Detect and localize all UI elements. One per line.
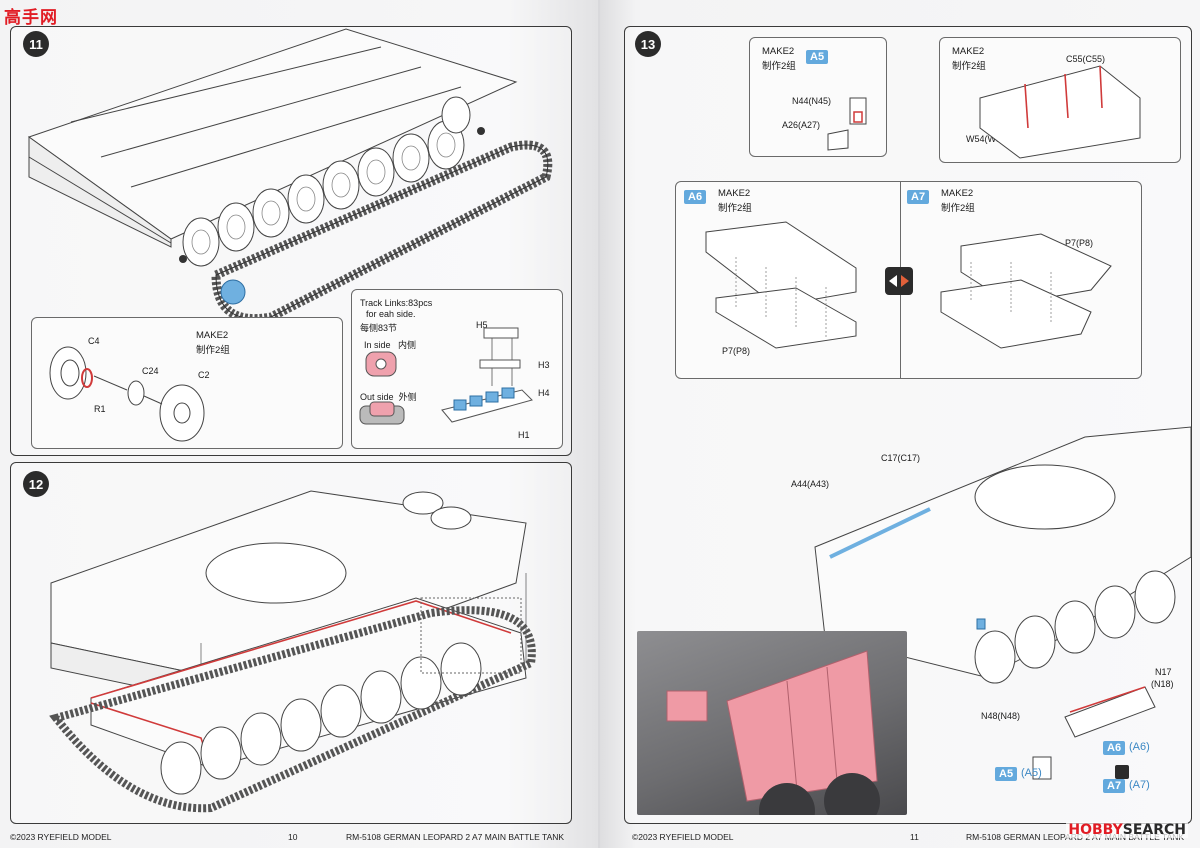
a7-assembly-paren: (A7) [1129, 779, 1150, 791]
footer-page-number: 11 [910, 832, 919, 842]
flip-arrows-icon [885, 267, 913, 295]
part-c17-label: C17(C17) [881, 453, 921, 463]
track-link-drawing [359, 327, 533, 425]
a6-subassembly-box: A6 MAKE2 制作2组 P7(P8) [675, 181, 902, 379]
step-number: 11 [23, 31, 49, 57]
track-note-line2: for eah side. [366, 309, 416, 319]
part-h5-label: H5 [476, 320, 488, 330]
part-n44-label: N44(N45) [792, 96, 832, 106]
make2-label: MAKE2 [762, 46, 795, 57]
a6-tag: A6 [684, 190, 707, 204]
footer-page-number: 10 [288, 832, 298, 842]
track-note-line1: Track Links:83pcs [360, 298, 433, 308]
part-h3-label: H3 [538, 360, 550, 370]
out-side-label: Out side 外侧 [360, 392, 417, 402]
a6-drawing [705, 221, 857, 349]
upper-hull-drawing [49, 490, 536, 813]
main-hull-drawing [814, 426, 1192, 780]
part-p7-label: P7(P8) [1065, 238, 1094, 248]
part-a44-label: A44(A43) [791, 479, 830, 489]
make2-cn-label: 制作2组 [718, 203, 752, 214]
track-note-line3: 每侧83节 [360, 323, 398, 333]
a6-assembly-paren: (A6) [1129, 741, 1150, 753]
make2-label: MAKE2 [952, 46, 985, 57]
a5-assembly-tag: A5 [995, 767, 1018, 781]
a7-assembly-tag: A7 [1103, 779, 1126, 793]
part-c55-label: C55(C55) [1066, 54, 1106, 64]
part-h4-label: H4 [538, 388, 550, 398]
footer-copyright: ©2023 RYEFIELD MODEL [632, 832, 734, 842]
part-c24-label: C24 [142, 366, 159, 376]
photo-armor-skirt [666, 650, 880, 815]
step-number: 13 [635, 31, 661, 57]
footer-copyright: ©2023 RYEFIELD MODEL [10, 832, 112, 842]
a5-tag: A5 [806, 50, 829, 64]
a5-drawing [827, 97, 867, 151]
a6-assembly-tag: A6 [1103, 741, 1126, 755]
make2-cn-label: 制作2组 [952, 61, 986, 72]
a7-subassembly-box: A7 MAKE2 制作2组 P7(P8) [900, 181, 1142, 379]
make2-cn-label: 制作2组 [196, 345, 230, 356]
a7-tag: A7 [907, 190, 930, 204]
part-h1-label: H1 [518, 430, 530, 440]
footer-title: RM-5108 GERMAN LEOPARD 2 A7 MAIN BATTLE … [346, 832, 565, 842]
watermark-logo: 高手网 [4, 8, 58, 28]
sprocket-subassembly-box: MAKE2 制作2组 C4 C24 C2 R1 [31, 317, 343, 449]
left-page: 高手网 11 [0, 0, 598, 848]
sprocket-drawing [49, 346, 205, 442]
c55-drawing [979, 65, 1141, 159]
a5-assembly-paren: (A5) [1021, 767, 1042, 779]
make2-label: MAKE2 [718, 188, 751, 199]
track-link-box: Track Links:83pcs for eah side. 每侧83节 In… [351, 289, 563, 449]
part-n18-label: (N18) [1151, 679, 1174, 689]
step-12-panel: 12 [10, 462, 572, 824]
hull-tracks-drawing [27, 28, 553, 324]
in-side-label: In side 内侧 [364, 340, 417, 350]
right-page: 13 MAKE2 A5 制作2组 N44(N45) A26(A27) MAKE2… [600, 0, 1200, 848]
part-a26-label: A26(A27) [782, 120, 821, 130]
part-p7-label: P7(P8) [722, 346, 751, 356]
watermark-hobbysearch: HOBBYSEARCH [1066, 822, 1188, 838]
reference-photo [637, 631, 907, 815]
part-c4-label: C4 [88, 336, 100, 346]
a7-drawing [940, 233, 1112, 349]
part-n17-label: N17 [1155, 667, 1172, 677]
make2-label: MAKE2 [196, 330, 229, 341]
part-c2-label: C2 [198, 370, 210, 380]
a5-subassembly-box: MAKE2 A5 制作2组 N44(N45) A26(A27) [749, 37, 887, 157]
make2-cn-label: 制作2组 [762, 61, 796, 72]
part-w54-label: W54(W54) [966, 134, 1010, 144]
step-number: 12 [23, 471, 49, 497]
step-11-panel: 11 [10, 26, 572, 456]
make2-label: MAKE2 [941, 188, 974, 199]
c55-subassembly-box: MAKE2 制作2组 C55(C55) W54(W54) [939, 37, 1181, 163]
make2-cn-label: 制作2组 [941, 203, 975, 214]
step-13-panel: 13 MAKE2 A5 制作2组 N44(N45) A26(A27) MAKE2… [624, 26, 1192, 824]
part-n48-label: N48(N48) [981, 711, 1021, 721]
part-r1-label: R1 [94, 404, 106, 414]
